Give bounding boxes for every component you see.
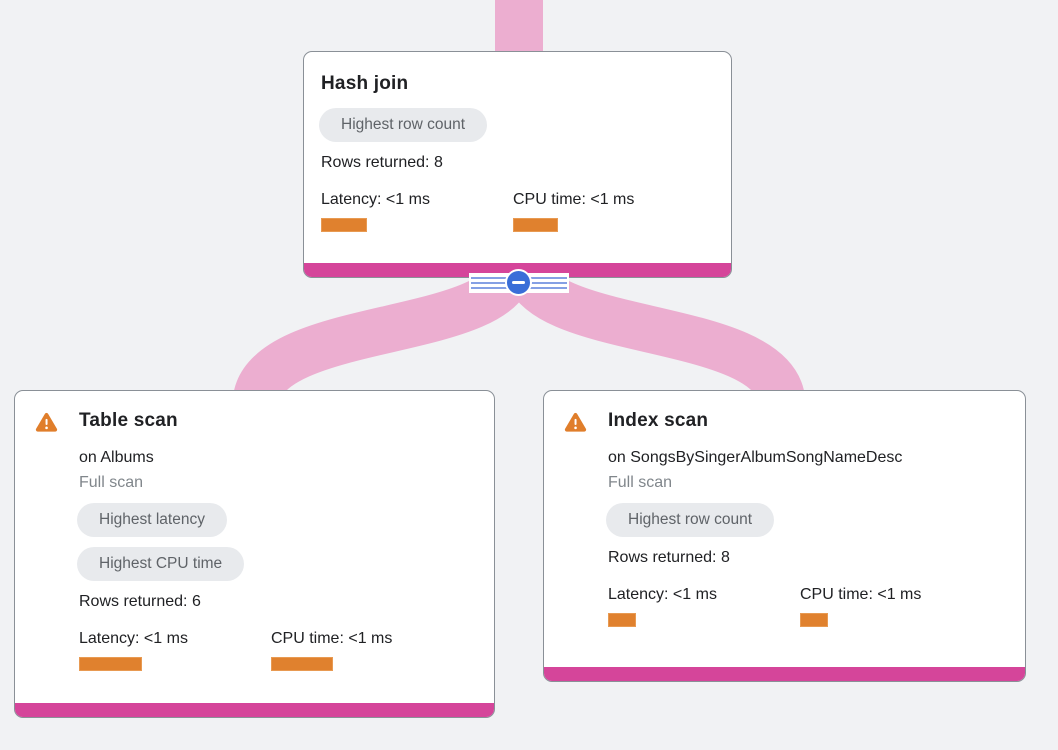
cpu-time-label: CPU time: <1 ms (513, 191, 635, 208)
badge-highest-row-count: Highest row count (606, 503, 775, 537)
node-title: Hash join (321, 73, 409, 94)
warning-icon-wrap (564, 410, 608, 627)
node-index-scan[interactable]: Index scan on SongsBySingerAlbumSongName… (543, 390, 1026, 682)
warning-triangle-icon (35, 412, 58, 432)
node-accent-bar (15, 703, 494, 717)
latency-label: Latency: <1 ms (608, 586, 717, 603)
latency-label: Latency: <1 ms (321, 191, 430, 208)
scan-mode-label: Full scan (79, 474, 144, 491)
collapse-children-button[interactable] (505, 269, 532, 296)
collapse-control[interactable] (469, 269, 569, 296)
scan-mode-label: Full scan (608, 474, 673, 491)
latency-metric: Latency: <1 ms (608, 585, 800, 627)
warning-icon-wrap (35, 410, 79, 671)
minus-icon (512, 280, 525, 285)
badge-highest-cpu-time: Highest CPU time (77, 547, 245, 581)
rows-returned-label: Rows returned: 8 (321, 154, 443, 171)
node-hash-join[interactable]: Hash join Highest row count Rows returne… (303, 51, 732, 278)
latency-metric: Latency: <1 ms (79, 629, 271, 671)
node-title: Table scan (79, 410, 178, 431)
cpu-time-label: CPU time: <1 ms (800, 586, 922, 603)
node-accent-bar (544, 667, 1025, 681)
latency-bar (79, 657, 142, 671)
cpu-time-label: CPU time: <1 ms (271, 630, 393, 647)
rows-returned-label: Rows returned: 8 (608, 549, 730, 566)
badge-highest-row-count: Highest row count (319, 108, 488, 142)
cpu-metric: CPU time: <1 ms (800, 585, 992, 627)
node-table-scan[interactable]: Table scan on Albums Full scan Highest l… (14, 390, 495, 718)
latency-label: Latency: <1 ms (79, 630, 188, 647)
cpu-time-bar (271, 657, 333, 671)
scan-target-label: on Albums (79, 449, 154, 466)
rows-returned-label: Rows returned: 6 (79, 593, 201, 610)
edge-to-parent (495, 0, 543, 58)
node-title: Index scan (608, 410, 709, 431)
latency-bar (608, 613, 636, 627)
warning-triangle-icon (564, 412, 587, 432)
latency-metric: Latency: <1 ms (321, 190, 513, 232)
cpu-metric: CPU time: <1 ms (513, 190, 705, 232)
latency-bar (321, 218, 367, 232)
cpu-time-bar (800, 613, 828, 627)
cpu-time-bar (513, 218, 558, 232)
scan-target-label: on SongsBySingerAlbumSongNameDesc (608, 449, 903, 466)
badge-highest-latency: Highest latency (77, 503, 227, 537)
cpu-metric: CPU time: <1 ms (271, 629, 463, 671)
